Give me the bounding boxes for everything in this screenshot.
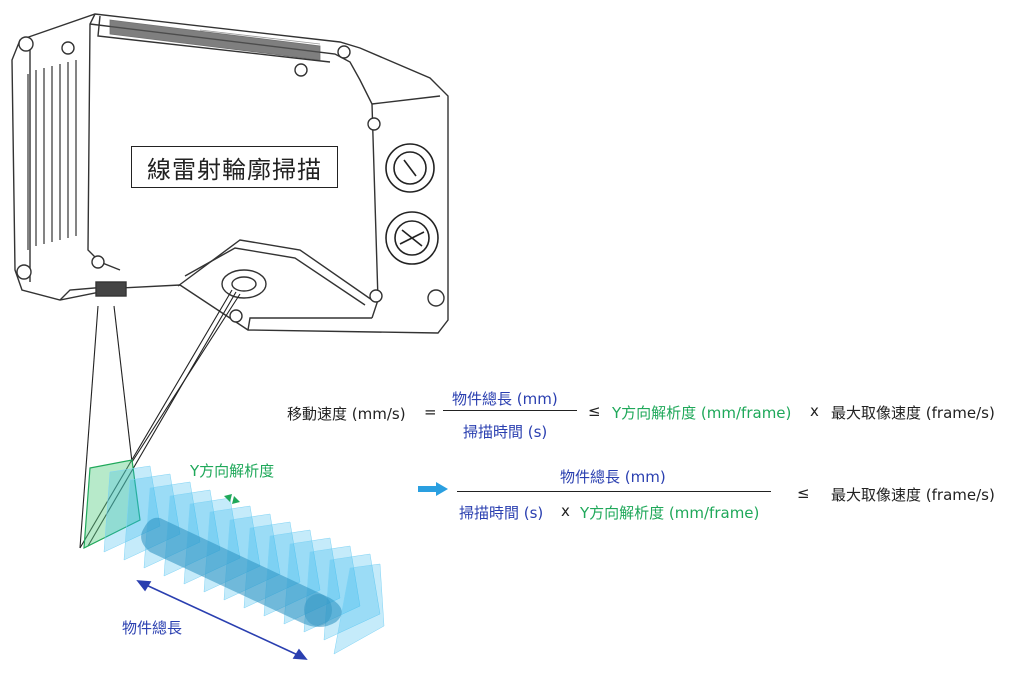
- formula2-numerator: 物件總長 (mm): [560, 468, 666, 486]
- object-length-label: 物件總長: [122, 619, 183, 637]
- object-length-arrow: [136, 580, 308, 660]
- y-resolution-marker: [224, 494, 240, 504]
- formula2-den-resolution: Y方向解析度 (mm/frame): [580, 504, 760, 522]
- top-heat-fins: [109, 19, 321, 61]
- formula1-y-resolution: Y方向解析度 (mm/frame): [612, 404, 792, 422]
- formula1-denominator: 掃描時間 (s): [463, 423, 548, 441]
- formula2-times: x: [561, 502, 570, 520]
- scanned-object-cylinder: [141, 517, 342, 627]
- cable-connectors: [385, 143, 439, 265]
- formula1-numerator: 物件總長 (mm): [452, 390, 558, 408]
- formula1-fraction-bar: [443, 410, 577, 411]
- laser-window: [95, 269, 267, 299]
- formula2-fraction-bar: [457, 491, 771, 492]
- implies-arrow-icon: [418, 482, 448, 496]
- beam-lines: [79, 289, 241, 549]
- formula2-max-speed: 最大取像速度 (frame/s): [831, 486, 995, 504]
- formula1-times: x: [810, 402, 819, 420]
- housing-screws: [16, 36, 445, 323]
- formula1-max-speed: 最大取像速度 (frame/s): [831, 404, 995, 422]
- formula1-leq: ≤: [588, 402, 601, 420]
- diagram-title: 線雷射輪廓掃描: [131, 146, 338, 188]
- formula1-lhs: 移動速度 (mm/s): [287, 405, 406, 423]
- formula2-leq: ≤: [797, 484, 810, 502]
- side-heat-fins: [27, 60, 77, 250]
- formula1-equals: =: [424, 403, 437, 421]
- formula2-den-time: 掃描時間 (s): [459, 504, 544, 522]
- y-resolution-label: Y方向解析度: [190, 462, 275, 480]
